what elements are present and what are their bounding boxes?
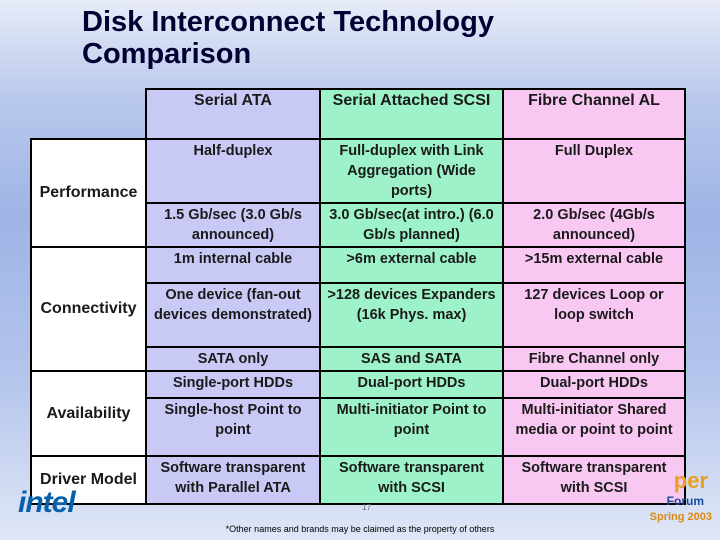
table-row: 1.5 Gb/sec (3.0 Gb/s announced) 3.0 Gb/s… [31, 202, 686, 248]
cell-driver-sata: Software transparent with Parallel ATA [145, 455, 321, 505]
table-row: One device (fan-out devices demonstrated… [31, 282, 686, 348]
cell-host-fc: Multi-initiator Shared media or point to… [502, 397, 686, 457]
cell-devices-sata: One device (fan-out devices demonstrated… [145, 282, 321, 348]
header-sas: Serial Attached SCSI [319, 88, 504, 140]
cell-duplex-sas: Full-duplex with Link Aggregation (Wide … [319, 138, 504, 204]
cell-devices-fc: 127 devices Loop or loop switch [502, 282, 686, 348]
cell-compat-sas: SAS and SATA [319, 346, 504, 372]
footnote: *Other names and brands may be claimed a… [225, 524, 495, 534]
table-row: Connectivity 1m internal cable >6m exter… [30, 246, 686, 372]
cell-compat-sata: SATA only [145, 346, 321, 372]
cell-cable-sata: 1m internal cable [145, 246, 321, 284]
cell-host-sata: Single-host Point to point [145, 397, 321, 457]
header-row: Serial ATA Serial Attached SCSI Fibre Ch… [31, 88, 686, 140]
cell-ports-fc: Dual-port HDDs [502, 370, 686, 399]
cell-speed-sata: 1.5 Gb/sec (3.0 Gb/s announced) [145, 202, 321, 248]
group-driver-model: Driver Model [30, 455, 147, 505]
group-connectivity: Connectivity [30, 246, 147, 372]
table-row: Driver Model Software transparent with P… [30, 455, 686, 505]
table-row: Performance Half-duplex Full-duplex with… [30, 138, 686, 248]
group-performance: Performance [30, 138, 147, 248]
group-availability: Availability [30, 370, 147, 457]
forum-logo-bottom: Spring 2003 [649, 511, 712, 523]
corner-cell [31, 89, 147, 140]
cell-ports-sata: Single-port HDDs [145, 370, 321, 399]
slide-title: Disk Interconnect Technology Comparison [82, 6, 642, 70]
cell-ports-sas: Dual-port HDDs [319, 370, 504, 399]
header-serial-ata: Serial ATA [145, 88, 321, 140]
cell-duplex-fc: Full Duplex [502, 138, 686, 204]
page-number: 17 [362, 503, 371, 512]
cell-cable-fc: >15m external cable [502, 246, 686, 284]
developer-forum-logo: per Forum Spring 2003 [641, 468, 716, 530]
table-row: SATA only SAS and SATA Fibre Channel onl… [31, 346, 686, 372]
cell-duplex-sata: Half-duplex [145, 138, 321, 204]
title-line-1: Disk Interconnect Technology [82, 6, 494, 38]
forum-logo-mid: Forum [666, 494, 704, 508]
cell-speed-sas: 3.0 Gb/sec(at intro.) (6.0 Gb/s planned) [319, 202, 504, 248]
title-line-2: Comparison [82, 38, 252, 70]
cell-cable-sas: >6m external cable [319, 246, 504, 284]
cell-compat-fc: Fibre Channel only [502, 346, 686, 372]
cell-devices-sas: >128 devices Expanders (16k Phys. max) [319, 282, 504, 348]
table-row: Single-host Point to point Multi-initiat… [31, 397, 686, 457]
cell-driver-sas: Software transparent with SCSI [319, 455, 504, 505]
comparison-table: Serial ATA Serial Attached SCSI Fibre Ch… [30, 88, 686, 505]
forum-logo-top: per [673, 468, 708, 493]
intel-logo: intel [18, 486, 76, 519]
cell-speed-fc: 2.0 Gb/sec (4Gb/s announced) [502, 202, 686, 248]
cell-driver-fc: Software transparent with SCSI [502, 455, 686, 505]
cell-host-sas: Multi-initiator Point to point [319, 397, 504, 457]
table-row: Availability Single-port HDDs Dual-port … [30, 370, 686, 457]
header-fibre-channel: Fibre Channel AL [502, 88, 686, 140]
